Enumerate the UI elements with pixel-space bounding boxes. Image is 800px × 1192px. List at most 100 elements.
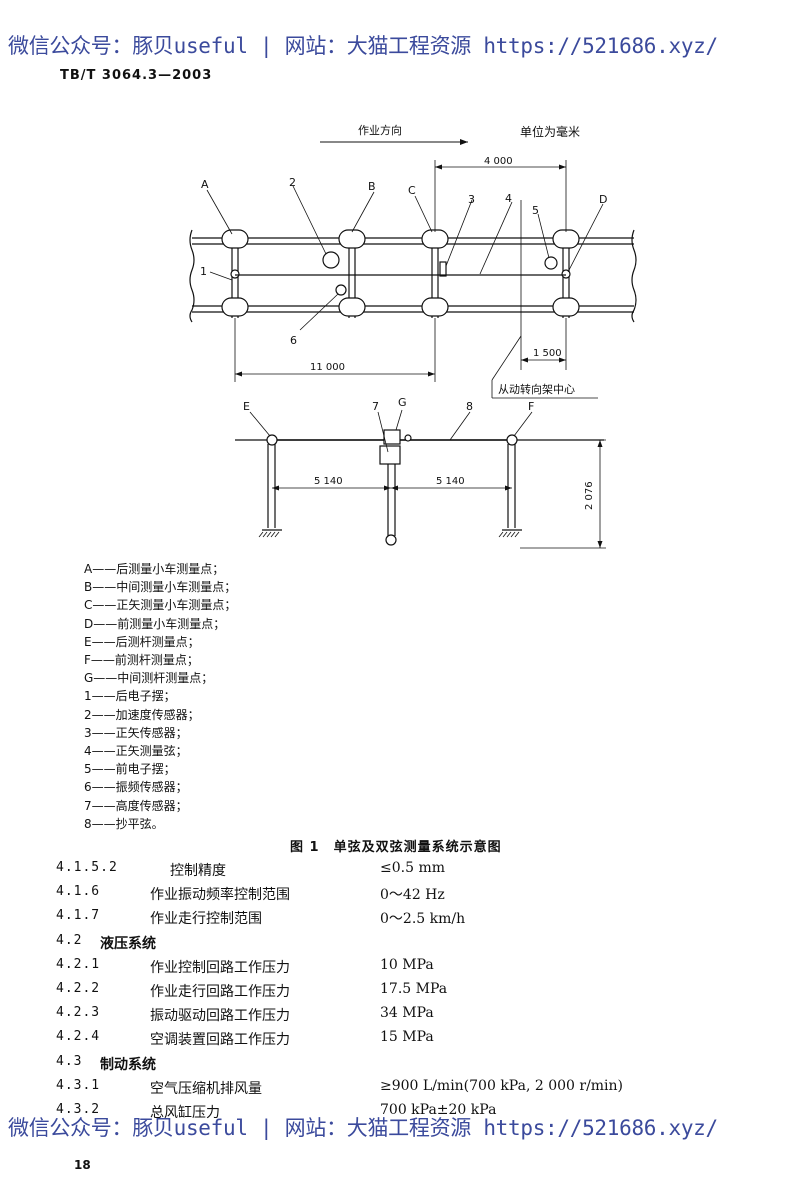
bogie-center-label: 从动转向架中心 <box>498 382 575 396</box>
legend-item: C——正矢测量小车测量点； <box>84 598 237 613</box>
label-2: 2 <box>289 176 296 189</box>
spec-row: 4.2.2 作业走行回路工作压力 17.5 MPa <box>0 981 800 1003</box>
spec-name: 作业走行回路工作压力 <box>150 984 290 1000</box>
legend-item: 3——正矢传感器； <box>84 725 188 740</box>
legend-item: G——中间测杆测量点； <box>84 671 214 686</box>
spec-number: 4.2.2 <box>56 981 101 996</box>
spec-name: 作业振动频率控制范围 <box>150 887 290 904</box>
spec-name: 振动驱动回路工作压力 <box>150 1008 290 1025</box>
spec-value: 0～2.5 km/h <box>380 911 466 928</box>
legend-item: 8——抄平弦。 <box>84 816 164 831</box>
spec-value: ≤0.5 mm <box>380 860 445 876</box>
section-title: 制动系统 <box>100 1056 156 1073</box>
dim-4000: 4 000 <box>484 156 513 167</box>
legend-item: 4——正矢测量弦； <box>84 744 188 759</box>
spec-name: 作业走行控制范围 <box>150 911 262 928</box>
trolley-d <box>552 229 580 318</box>
break-left <box>189 229 195 323</box>
legend-item: 6——振频传感器； <box>84 780 188 795</box>
spec-row: 4.2.1 作业控制回路工作压力 10 MPa <box>0 957 800 979</box>
label-7: 7 <box>372 400 379 413</box>
rod-f <box>502 434 522 531</box>
watermark-top: 微信公众号：豚贝useful | 网站：大猫工程资源 https://52168… <box>8 34 718 58</box>
spec-number: 4.1.6 <box>56 884 101 900</box>
figure-caption: 图 1 单弦及双弦测量系统示意图 <box>290 840 502 855</box>
label-1: 1 <box>200 265 207 278</box>
spec-value: ≥900 L/min(700 kPa, 2 000 r/min) <box>380 1077 624 1094</box>
spec-number: 4.3.1 <box>56 1077 101 1093</box>
label-8: 8 <box>466 400 473 413</box>
label-G: G <box>398 396 407 409</box>
spec-row: 4.1.5.2 控制精度 ≤0.5 mm <box>0 860 800 882</box>
spec-value: 700 kPa±20 kPa <box>380 1102 497 1118</box>
spec-number: 4.2.4 <box>56 1029 101 1045</box>
label-B: B <box>368 180 376 193</box>
section-heading-row: 4.2 液压系统 <box>0 933 800 955</box>
label-F: F <box>528 400 534 413</box>
unit-label: 单位为毫米 <box>520 124 580 139</box>
legend-item: D——前测量小车测量点； <box>84 616 226 631</box>
dim-5140-left: 5 140 <box>314 476 343 487</box>
label-E: E <box>243 400 250 413</box>
spec-number: 4.2.3 <box>56 1005 101 1021</box>
spec-name: 空气压缩机排风量 <box>150 1080 262 1097</box>
spec-number: 4.2 <box>56 932 83 948</box>
figure-legend: A——后测量小车测量点； B——中间测量小车测量点； C——正矢测量小车测量点； D—… <box>84 560 236 833</box>
spec-value: 0～42 Hz <box>380 887 445 904</box>
dim-5140-right: 5 140 <box>436 476 465 487</box>
dim-11000: 11 000 <box>310 362 345 373</box>
spec-name: 总风缸压力 <box>150 1105 220 1121</box>
spec-number: 4.3.2 <box>56 1102 101 1117</box>
break-right <box>631 229 637 323</box>
dim-2076: 2 076 <box>584 481 595 510</box>
section-heading-row: 4.3 制动系统 <box>0 1054 800 1076</box>
vibration-sensor-6 <box>335 284 347 296</box>
label-C: C <box>408 184 416 197</box>
label-3: 3 <box>468 193 475 206</box>
spec-number: 4.1.5.2 <box>56 860 118 875</box>
rod-e <box>262 434 282 531</box>
trolley-c <box>421 229 449 318</box>
legend-item: A——后测量小车测量点； <box>84 562 225 576</box>
spec-value: 17.5 MPa <box>380 981 448 997</box>
watermark-bottom: 微信公众号：豚贝useful | 网站：大猫工程资源 https://52168… <box>8 1116 718 1140</box>
spec-value: 34 MPa <box>380 1005 434 1022</box>
spec-row: 4.3.2 总风缸压力 700 kPa±20 kPa <box>0 1102 800 1124</box>
trolley-a <box>221 229 249 318</box>
rod-g <box>379 429 412 546</box>
spec-number: 4.3 <box>56 1053 83 1069</box>
front-pendulum-5 <box>544 256 558 270</box>
section-title: 液压系统 <box>100 935 156 952</box>
spec-value: 10 MPa <box>380 956 434 973</box>
spec-number: 4.1.7 <box>56 908 101 924</box>
label-A: A <box>201 178 209 191</box>
spec-number: 4.2.1 <box>56 956 101 972</box>
trolley-b <box>338 229 366 318</box>
spec-row: 4.3.1 空气压缩机排风量 ≥900 L/min(700 kPa, 2 000 r… <box>0 1078 800 1100</box>
legend-item: 1——后电子摆； <box>84 689 176 704</box>
label-6: 6 <box>290 334 297 347</box>
legend-item: 7——高度传感器； <box>84 798 188 813</box>
label-D: D <box>599 193 607 206</box>
spec-row: 4.2.4 空调装置回路工作压力 15 MPa <box>0 1029 800 1051</box>
legend-item: 2——加速度传感器； <box>84 707 200 722</box>
spec-name: 控制精度 <box>170 863 226 879</box>
legend-item: F——前测杆测量点； <box>84 653 199 668</box>
accel-sensor-2 <box>322 251 340 269</box>
direction-label: 作业方向 <box>358 123 402 137</box>
spec-row: 4.2.3 振动驱动回路工作压力 34 MPa <box>0 1005 800 1027</box>
label-5: 5 <box>532 204 539 217</box>
legend-item: B——中间测量小车测量点； <box>84 580 237 595</box>
legend-item: 5——前电子摆； <box>84 762 176 777</box>
standard-code: TB/T 3064.3—2003 <box>60 68 213 83</box>
spec-row: 4.1.7 作业走行控制范围 0～2.5 km/h <box>0 908 800 930</box>
spec-value: 15 MPa <box>380 1029 434 1046</box>
spec-row: 4.1.6 作业振动频率控制范围 0～42 Hz <box>0 884 800 906</box>
label-4: 4 <box>505 192 512 205</box>
page-number: 18 <box>74 1158 91 1172</box>
dim-1500: 1 500 <box>533 348 562 359</box>
legend-item: E——后测杆测量点； <box>84 634 200 649</box>
spec-name: 作业控制回路工作压力 <box>150 959 290 976</box>
figure-diagram: 作业方向 单位为毫米 4 000 11 000 1 500 从动转向架中心 <box>189 123 637 549</box>
spec-name: 空调装置回路工作压力 <box>150 1032 290 1049</box>
